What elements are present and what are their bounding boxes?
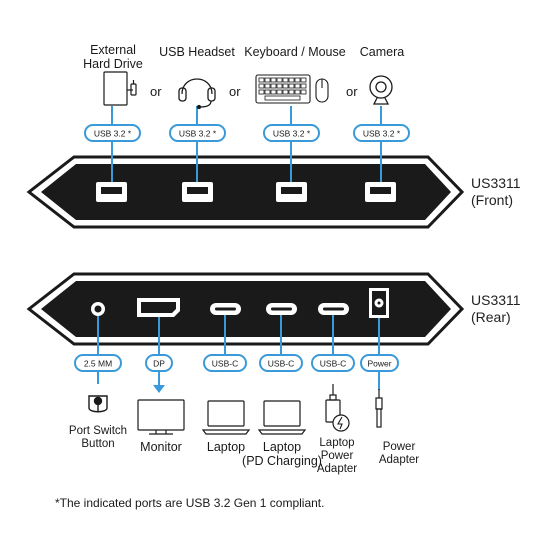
rear-2-5mm-port (91, 302, 105, 316)
rear-port-pill-dp: DP (145, 354, 173, 372)
front-usb-port-4 (365, 182, 396, 202)
label-camera: Camera (359, 45, 405, 59)
front-usb-port-3 (276, 182, 307, 202)
rear-port-pill-usbc-3: USB-C (311, 354, 355, 372)
rear-dp-port (137, 298, 180, 317)
label-laptop-pd-charging: Laptop (PD Charging) (242, 440, 322, 468)
front-usb-port-2 (182, 182, 213, 202)
svg-text:USB 3.2 *: USB 3.2 * (363, 129, 401, 139)
front-port-pill-4: USB 3.2 * (353, 124, 410, 142)
laptop-power-adapter-icon (325, 384, 350, 432)
label-laptop: Laptop (206, 440, 246, 454)
svg-text:USB 3.2 *: USB 3.2 * (94, 129, 132, 139)
laptop-icon (201, 400, 251, 435)
rear-port-pill-power: Power (360, 354, 399, 372)
svg-text:USB-C: USB-C (320, 359, 346, 369)
svg-text:2.5 MM: 2.5 MM (84, 359, 112, 369)
or-text-2: or (229, 84, 241, 99)
rear-port-pill-usbc-2: USB-C (259, 354, 303, 372)
rear-usbc-port-3 (318, 303, 349, 315)
rear-unit (26, 272, 465, 346)
or-text-1: or (150, 84, 162, 99)
front-port-pill-3: USB 3.2 * (263, 124, 320, 142)
svg-text:DP: DP (153, 359, 165, 369)
usb-headset-icon (178, 78, 216, 110)
label-laptop-power-adapter: Laptop Power Adapter (316, 437, 358, 475)
svg-text:USB 3.2 *: USB 3.2 * (179, 129, 217, 139)
front-usb-port-1 (96, 182, 127, 202)
footnote: *The indicated ports are USB 3.2 Gen 1 c… (55, 496, 325, 510)
front-connector-lines (111, 106, 382, 182)
dp-arrow (153, 385, 165, 393)
front-unit (26, 155, 465, 229)
external-hard-drive-icon (103, 71, 137, 106)
keyboard-mouse-icon (255, 74, 329, 104)
label-usb-headset: USB Headset (159, 45, 235, 59)
rear-model-name: US3311 (471, 292, 521, 308)
front-model-label: US3311 (Front) (471, 175, 521, 209)
svg-text:Power: Power (367, 359, 391, 369)
front-port-pill-1: USB 3.2 * (84, 124, 141, 142)
rear-usbc-port-2 (266, 303, 297, 315)
label-port-switch-button: Port Switch Button (68, 425, 128, 450)
svg-text:USB 3.2 *: USB 3.2 * (273, 129, 311, 139)
svg-text:USB-C: USB-C (212, 359, 238, 369)
label-external-hard-drive: External Hard Drive (83, 43, 143, 71)
label-monitor: Monitor (140, 440, 182, 454)
svg-text:USB-C: USB-C (268, 359, 294, 369)
rear-model-label: US3311 (Rear) (471, 292, 521, 326)
rear-port-pill-usbc-1: USB-C (203, 354, 247, 372)
rear-side-label: (Rear) (471, 309, 511, 325)
laptop-pd-charging-icon (257, 400, 307, 435)
or-text-3: or (346, 84, 358, 99)
port-switch-button-icon (88, 395, 108, 413)
monitor-icon (137, 399, 185, 435)
rear-power-port (369, 288, 389, 318)
front-side-label: (Front) (471, 192, 513, 208)
rear-port-pill-2-5mm: 2.5 MM (74, 354, 122, 372)
label-power-adapter: Power Adapter (378, 441, 420, 466)
camera-icon (369, 75, 393, 105)
front-port-pill-2: USB 3.2 * (169, 124, 226, 142)
rear-usbc-port-1 (210, 303, 241, 315)
label-keyboard-mouse: Keyboard / Mouse (244, 45, 346, 59)
power-adapter-icon (375, 389, 383, 428)
front-model-name: US3311 (471, 175, 521, 191)
